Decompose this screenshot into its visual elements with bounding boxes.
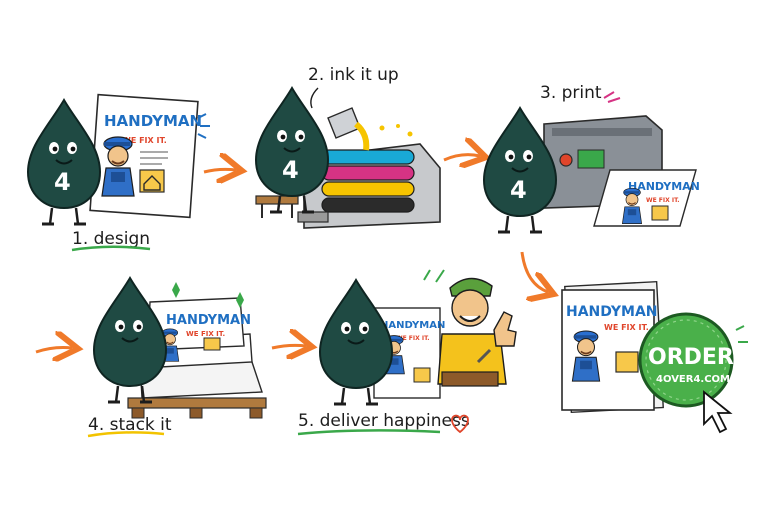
final-order: HANDYMAN WE FIX IT. ORDER 4OVER4.COM (561, 280, 748, 434)
step-ink: 2. ink it up 4 (254, 65, 441, 229)
brochure-subtitle: WE FIX IT. (604, 323, 649, 332)
poster-printed: HANDYMAN WE FIX IT. (593, 169, 700, 227)
pointer-cursor-icon (703, 390, 733, 434)
order-headline: ORDER (648, 345, 734, 370)
order-badge[interactable]: ORDER 4OVER4.COM (638, 312, 734, 408)
arrow-3 (520, 251, 548, 292)
house-icon (139, 169, 165, 193)
svg-text:HANDYMAN: HANDYMAN (380, 320, 445, 331)
svg-text:HANDYMAN: HANDYMAN (166, 313, 251, 328)
svg-text:WE FIX IT.: WE FIX IT. (646, 197, 680, 204)
brochure-stack: HANDYMAN WE FIX IT. (561, 280, 664, 414)
arrow-4-in (35, 348, 72, 353)
poster-design: HANDYMAN WE FIX IT. (89, 93, 202, 219)
step-label-stack: 4. stack it (88, 415, 172, 435)
svg-text:HANDYMAN: HANDYMAN (628, 180, 700, 193)
step-stack: HANDYMAN WE FIX IT. 4. stack it (87, 276, 267, 438)
step-label-ink: 2. ink it up (308, 65, 399, 85)
ink-bucket-icon (327, 107, 413, 151)
mascot-drop-2: 4 (254, 86, 330, 214)
step-label-deliver: 5. deliver happiness (298, 411, 470, 431)
thumbs-up-icon (493, 311, 517, 347)
svg-text:4: 4 (510, 176, 527, 204)
heart-icon (451, 414, 469, 434)
poster-title: HANDYMAN (104, 112, 202, 130)
brochure-title: HANDYMAN (566, 304, 658, 320)
step-label-print: 3. print (540, 83, 602, 103)
svg-text:WE FIX IT.: WE FIX IT. (186, 330, 225, 338)
paper-stack: HANDYMAN WE FIX IT. (139, 297, 263, 399)
poster-subtitle: WE FIX IT. (122, 136, 167, 145)
step-label-design: 1. design (72, 229, 150, 249)
mascot-drop-1: 4 (26, 98, 102, 226)
order-url: 4OVER4.COM (656, 374, 730, 385)
arrow-1 (203, 169, 236, 172)
step-deliver: HANDYMAN WE FIX IT. 5. deliver happiness (297, 269, 517, 436)
printer-button (559, 153, 573, 167)
wooden-pallet (127, 397, 267, 419)
step-design: HANDYMAN WE FIX IT. 4 1. design (26, 93, 210, 252)
step-print: 3. print HANDYMAN WE FIX IT. 4 (482, 83, 700, 234)
wrench-icon (476, 348, 492, 364)
arrow-2 (443, 155, 480, 160)
svg-text:4: 4 (282, 156, 299, 184)
arrow-4 (271, 345, 306, 348)
mascot-number: 4 (54, 168, 71, 196)
svg-text:WE FIX IT.: WE FIX IT. (396, 335, 430, 342)
ink-press-machine (297, 143, 441, 229)
happy-handyman (437, 277, 517, 387)
mascot-drop-3: 4 (482, 106, 558, 234)
